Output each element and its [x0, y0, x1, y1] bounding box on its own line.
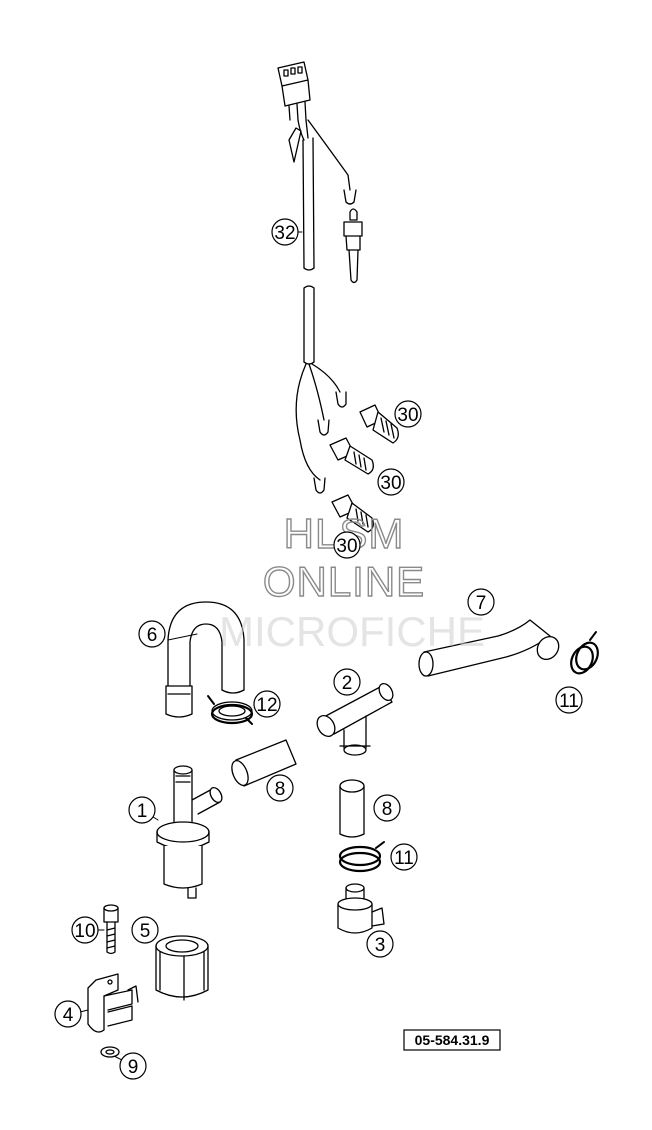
callout-30-b-label: 30	[380, 473, 401, 494]
elbow-hose-7	[418, 619, 560, 677]
hose-clamp-12	[207, 695, 254, 725]
washer-9	[100, 1046, 120, 1058]
callout-8-a: 8	[266, 774, 294, 802]
callouts: 32 30 30 30 7 6 11 2	[54, 218, 583, 1080]
callout-32-label: 32	[274, 223, 295, 244]
callout-1-label: 1	[137, 801, 148, 822]
callout-3-label: 3	[375, 935, 386, 956]
callout-8-a-label: 8	[275, 779, 286, 800]
callout-10-label: 10	[74, 921, 95, 942]
hose-clamp-11-upper	[570, 631, 599, 675]
callout-2-label: 2	[342, 673, 353, 694]
hose-8-upper	[231, 739, 297, 787]
callout-3: 3	[366, 930, 394, 958]
callout-5-label: 5	[140, 921, 151, 942]
callout-30-c: 30	[333, 531, 361, 559]
pressure-switch-30-c	[331, 494, 374, 533]
pressure-switch-30-a	[359, 404, 399, 444]
bracket-4	[87, 973, 139, 1033]
elbow-fitting-3	[337, 883, 385, 934]
callout-11-a: 11	[555, 686, 583, 714]
rubber-holder-5	[155, 935, 209, 1001]
callout-6: 6	[138, 620, 166, 648]
callout-6-label: 6	[147, 625, 158, 646]
hose-clamp-11-lower	[338, 841, 385, 873]
reference-box: 05-584.31.9	[403, 1029, 501, 1051]
callout-32: 32	[271, 218, 299, 246]
callout-4-label: 4	[63, 1005, 74, 1026]
callout-1: 1	[128, 796, 156, 824]
callout-5: 5	[131, 916, 159, 944]
watermark-line-2: ONLINE	[263, 558, 425, 605]
callout-30-c-label: 30	[336, 536, 357, 557]
callout-8-b-label: 8	[382, 799, 393, 820]
callout-12: 12	[253, 690, 281, 718]
callout-9: 9	[119, 1052, 147, 1080]
callout-9-label: 9	[128, 1057, 139, 1078]
callout-11-a-label: 11	[559, 691, 579, 712]
callout-7-label: 7	[476, 593, 487, 614]
callout-8-b: 8	[373, 794, 401, 822]
bolt-10	[103, 904, 119, 955]
callout-12-label: 12	[256, 695, 277, 716]
callout-30-a-label: 30	[397, 405, 418, 426]
watermark-line-3: MICROFICHE	[219, 608, 485, 655]
valve-1	[156, 765, 223, 899]
hose-8-lower	[339, 779, 365, 838]
wiring-harness-32	[277, 61, 363, 494]
callout-11-b: 11	[390, 843, 418, 871]
callout-30-a: 30	[394, 400, 422, 428]
callout-4: 4	[54, 1000, 82, 1028]
pressure-switch-30-b	[329, 437, 374, 475]
watermark: HLSM ONLINE MICROFICHE	[219, 509, 485, 655]
callout-2: 2	[333, 668, 361, 696]
callout-11-b-label: 11	[394, 848, 414, 869]
callout-7: 7	[467, 588, 495, 616]
callout-30-b: 30	[377, 468, 405, 496]
callout-10: 10	[71, 916, 99, 944]
t-piece-2	[316, 682, 394, 756]
reference-number: 05-584.31.9	[415, 1032, 490, 1048]
